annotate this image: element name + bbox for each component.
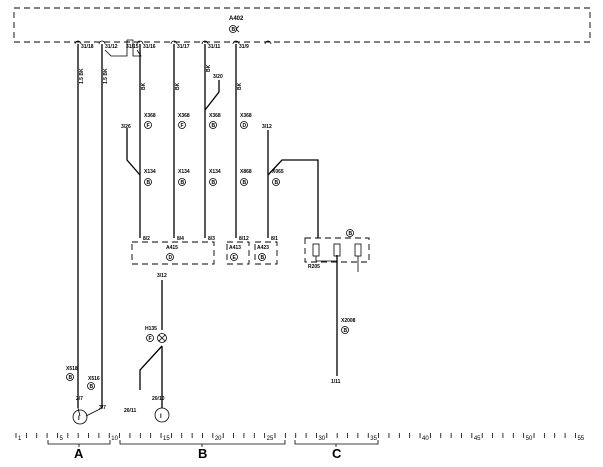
svg-text:A415: A415	[166, 245, 178, 251]
module-a402-box	[13, 7, 591, 43]
svg-text:B: B	[243, 180, 247, 186]
section-brackets: A B C	[47, 440, 379, 461]
scale-label: 1	[18, 436, 22, 442]
top-pins: 31/18 31/12 31/15 31/16 31/17 31/11 31/9	[81, 44, 249, 50]
svg-text:I: I	[160, 414, 162, 420]
wire-label: 1.5 BK	[103, 68, 109, 84]
scale-label: 30	[318, 436, 325, 442]
svg-text:B: B	[349, 231, 353, 237]
svg-text:I: I	[78, 416, 80, 422]
svg-text:B: B	[69, 375, 73, 381]
wires	[77, 44, 338, 408]
svg-text:B: B	[147, 180, 151, 186]
lamp-icon	[157, 333, 167, 343]
svg-text:B: B	[212, 180, 216, 186]
wire-label: BK	[175, 82, 181, 90]
scale-label: 20	[215, 436, 222, 442]
pin-label: 31/15	[126, 44, 139, 50]
x134-connectors: X134 X134 X134 X868 X065 B B B B B	[144, 169, 284, 186]
wire-label: 3/26	[121, 124, 131, 130]
svg-text:20/11: 20/11	[124, 408, 136, 414]
wire-gauge-labels: 1.5 BK 1.5 BK BK BK BK BK	[79, 64, 243, 90]
scale-label: 50	[526, 436, 533, 442]
svg-text:X368: X368	[240, 113, 252, 119]
scale-label: 40	[422, 436, 429, 442]
svg-text:B: B	[275, 180, 279, 186]
wire-label: 1.5 BK	[79, 68, 85, 84]
svg-text:B: B	[212, 123, 216, 129]
svg-text:2/7: 2/7	[76, 396, 83, 402]
scale-label: 10	[111, 436, 118, 442]
svg-text:8/3: 8/3	[208, 236, 215, 242]
scale-label: 25	[267, 436, 274, 442]
svg-text:F: F	[181, 123, 184, 129]
ground-connectors: X518 B X516 B 2/7 3/7 I I	[66, 366, 170, 425]
wire-label: 3/12	[262, 124, 272, 130]
scale-label: 5	[59, 436, 63, 442]
svg-text:F: F	[147, 123, 150, 129]
wire-label: 3/20	[213, 74, 223, 80]
svg-text:8/1: 8/1	[271, 236, 278, 242]
svg-text:X134: X134	[209, 169, 221, 175]
svg-text:X065: X065	[272, 169, 284, 175]
svg-text:B: B	[344, 328, 348, 334]
svg-text:1/11: 1/11	[331, 379, 341, 385]
svg-text:A423: A423	[257, 245, 269, 251]
pin-label: 31/18	[81, 44, 94, 50]
svg-text:H135: H135	[145, 326, 157, 332]
scale-label: 35	[370, 436, 377, 442]
lamp-h135: 3/12 H135 F 20/11 20/10	[124, 273, 167, 414]
x368-connectors: X368 X368 X368 X368 F F B D	[144, 113, 252, 129]
svg-text:X518: X518	[66, 366, 78, 372]
pin-label: 31/17	[177, 44, 190, 50]
wire-label: BK	[237, 82, 243, 90]
svg-text:F: F	[149, 336, 152, 342]
module-a402-label: A402	[229, 16, 244, 22]
pin-label: 31/12	[105, 44, 118, 50]
svg-text:X2008: X2008	[341, 318, 356, 324]
svg-text:D: D	[243, 123, 247, 129]
svg-text:A413: A413	[229, 245, 241, 251]
pin-arcs	[74, 39, 272, 57]
section-a: A	[74, 446, 84, 461]
svg-text:8/12: 8/12	[239, 236, 249, 242]
svg-text:20/10: 20/10	[152, 396, 165, 402]
svg-text:B: B	[181, 180, 185, 186]
svg-text:X368: X368	[209, 113, 221, 119]
svg-text:X516: X516	[88, 376, 100, 382]
svg-text:X134: X134	[144, 169, 156, 175]
section-c: C	[332, 446, 342, 461]
svg-text:R205: R205	[308, 264, 320, 270]
svg-text:X868: X868	[240, 169, 252, 175]
svg-text:X368: X368	[178, 113, 190, 119]
module-a413: 8/12 A413 E	[226, 236, 250, 265]
pin-label: 31/16	[143, 44, 156, 50]
module-a415: 8/2 8/4 8/3 A415 D	[131, 236, 215, 265]
module-code: B	[232, 27, 236, 33]
svg-text:B: B	[261, 255, 265, 261]
wire-label: BK	[141, 82, 147, 90]
section-b: B	[198, 446, 207, 461]
scale-label: 45	[474, 436, 481, 442]
svg-text:E: E	[233, 255, 237, 261]
svg-text:D: D	[169, 255, 173, 261]
pin-label: 31/9	[239, 44, 249, 50]
pin-label: 31/11	[208, 44, 220, 50]
module-a423: 8/1 A423 B	[254, 236, 278, 265]
svg-text:B: B	[90, 384, 94, 390]
connector-symbol-icon	[235, 25, 240, 33]
svg-text:X134: X134	[178, 169, 190, 175]
resistor-r205: R205 B X2008 B 1/11	[304, 229, 370, 385]
scale-label: 55	[577, 436, 584, 442]
svg-text:3/7: 3/7	[99, 405, 106, 411]
svg-text:8/2: 8/2	[143, 236, 150, 242]
wire-label: BK	[206, 64, 212, 72]
svg-text:3/12: 3/12	[157, 273, 167, 279]
svg-text:8/4: 8/4	[177, 236, 184, 242]
scale-label: 15	[163, 436, 170, 442]
svg-text:X368: X368	[144, 113, 156, 119]
